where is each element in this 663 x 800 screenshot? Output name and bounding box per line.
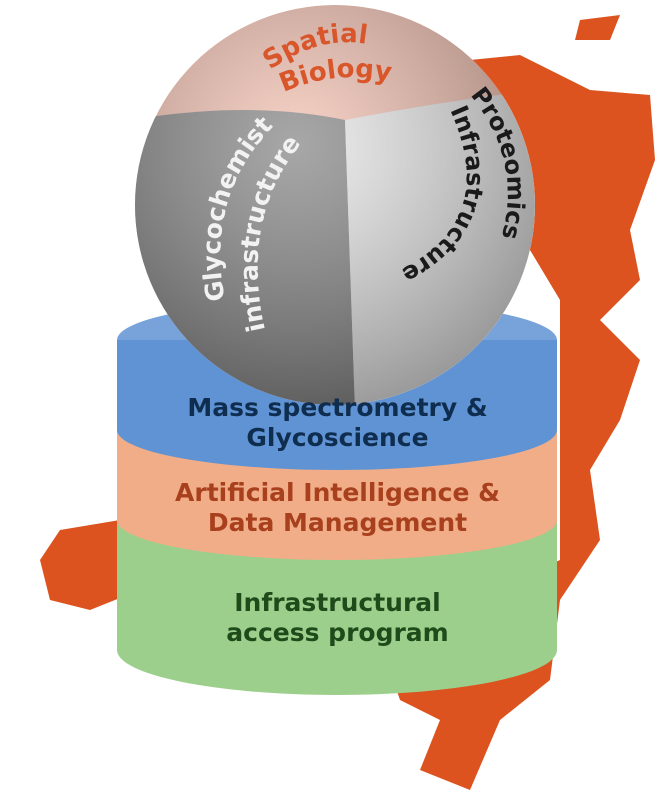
pillar-label-mass-spec: Mass spectrometry & Glycoscience — [120, 393, 555, 453]
pillar-1-line1: Artificial Intelligence & — [175, 478, 500, 507]
pillar-label-ai: Artificial Intelligence & Data Managemen… — [120, 478, 555, 538]
pillar-2-line2: access program — [226, 618, 449, 647]
pillar-1-line2: Data Management — [207, 508, 468, 537]
pillar-2-line1: Infrastructural — [234, 588, 441, 617]
sphere — [135, 5, 535, 405]
pillar-0-line2: Glycoscience — [246, 423, 429, 452]
pillar-0-line1: Mass spectrometry & — [187, 393, 488, 422]
pillar-label-access: Infrastructural access program — [120, 588, 555, 648]
